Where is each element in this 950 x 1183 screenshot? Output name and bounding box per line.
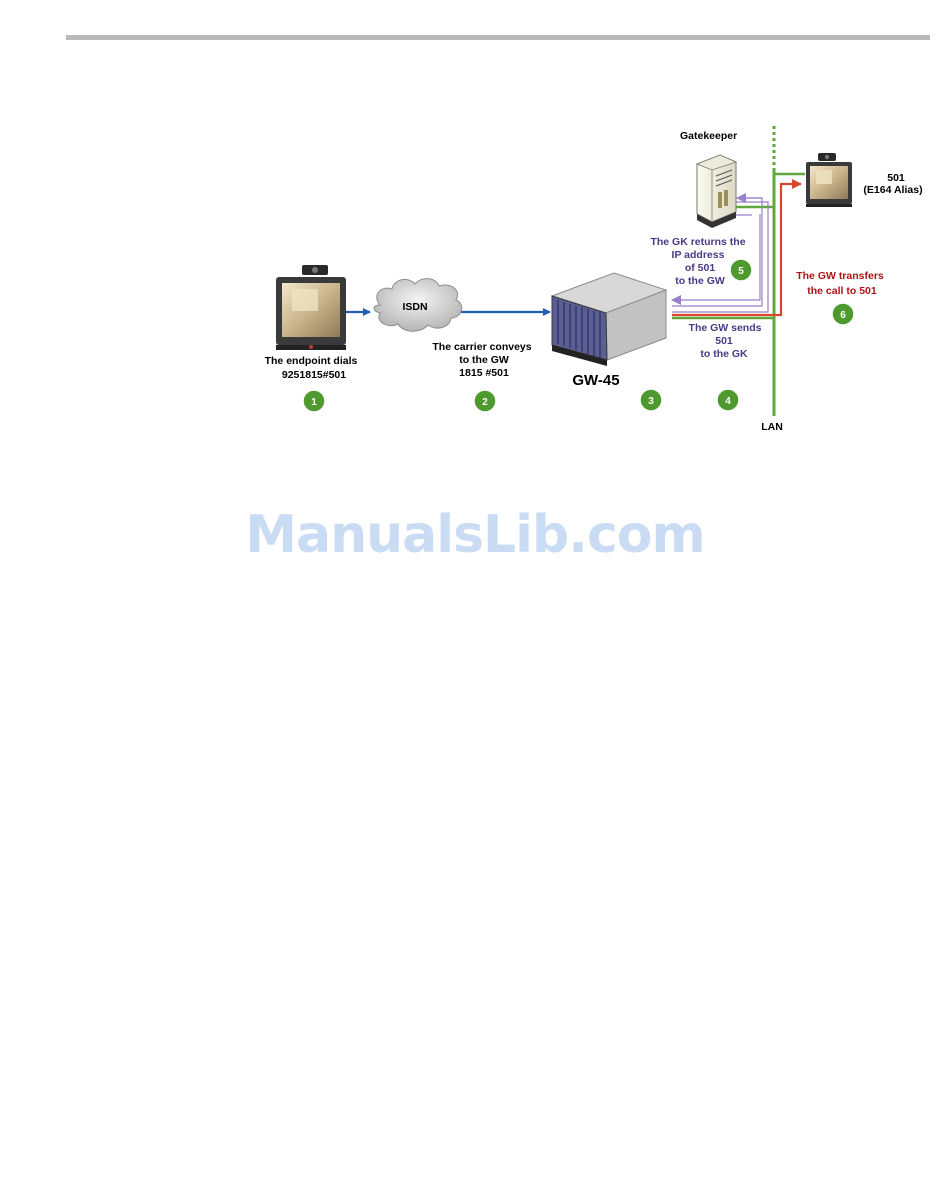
gw-transfers-line-2: the call to 501 <box>807 285 877 297</box>
watermark: ManualsLib.com <box>0 505 950 565</box>
lan-label: LAN <box>761 421 783 433</box>
gateway-chassis-icon <box>552 273 666 366</box>
endpoint-501-number: 501 <box>887 172 905 184</box>
step-badge-5: 5 <box>730 259 752 281</box>
svg-text:2: 2 <box>482 397 488 408</box>
gw-name-label: GW-45 <box>572 372 619 389</box>
gw-transfers-line-1: The GW transfers <box>796 270 884 282</box>
step-badge-3: 3 <box>640 389 662 411</box>
gk-returns-line-1: The GK returns the <box>650 236 745 248</box>
endpoint-dials-line-2: 9251815#501 <box>282 369 346 381</box>
carrier-conveys-line-2: to the GW <box>459 354 509 366</box>
gatekeeper-label: Gatekeeper <box>680 130 737 142</box>
gk-returns-line-3: of 501 <box>685 262 716 274</box>
isdn-label: ISDN <box>402 301 427 313</box>
step-badge-2: 2 <box>474 390 496 412</box>
step-badge-4: 4 <box>717 389 739 411</box>
gw-sends-line-3: to the GK <box>700 348 748 360</box>
step-badge-6: 6 <box>832 303 854 325</box>
step-badge-1: 1 <box>303 390 325 412</box>
endpoint-501-icon <box>806 153 852 207</box>
gatekeeper-server-icon <box>697 155 736 228</box>
carrier-conveys-line-3: 1815 #501 <box>459 367 509 379</box>
svg-text:5: 5 <box>738 266 744 277</box>
gw-sends-line-2: 501 <box>715 335 733 347</box>
carrier-conveys-line-1: The carrier conveys <box>432 341 531 353</box>
svg-text:3: 3 <box>648 396 654 407</box>
endpoint-dials-line-1: The endpoint dials <box>265 355 358 367</box>
endpoint-501-alias: (E164 Alias) <box>863 184 922 196</box>
svg-text:6: 6 <box>840 310 846 321</box>
gk-returns-line-2: IP address <box>672 249 725 261</box>
gk-returns-line-4: to the GW <box>675 275 725 287</box>
svg-text:4: 4 <box>725 396 731 407</box>
svg-text:1: 1 <box>311 397 317 408</box>
gw-sends-line-1: The GW sends <box>689 322 762 334</box>
video-endpoint-icon <box>276 265 346 350</box>
